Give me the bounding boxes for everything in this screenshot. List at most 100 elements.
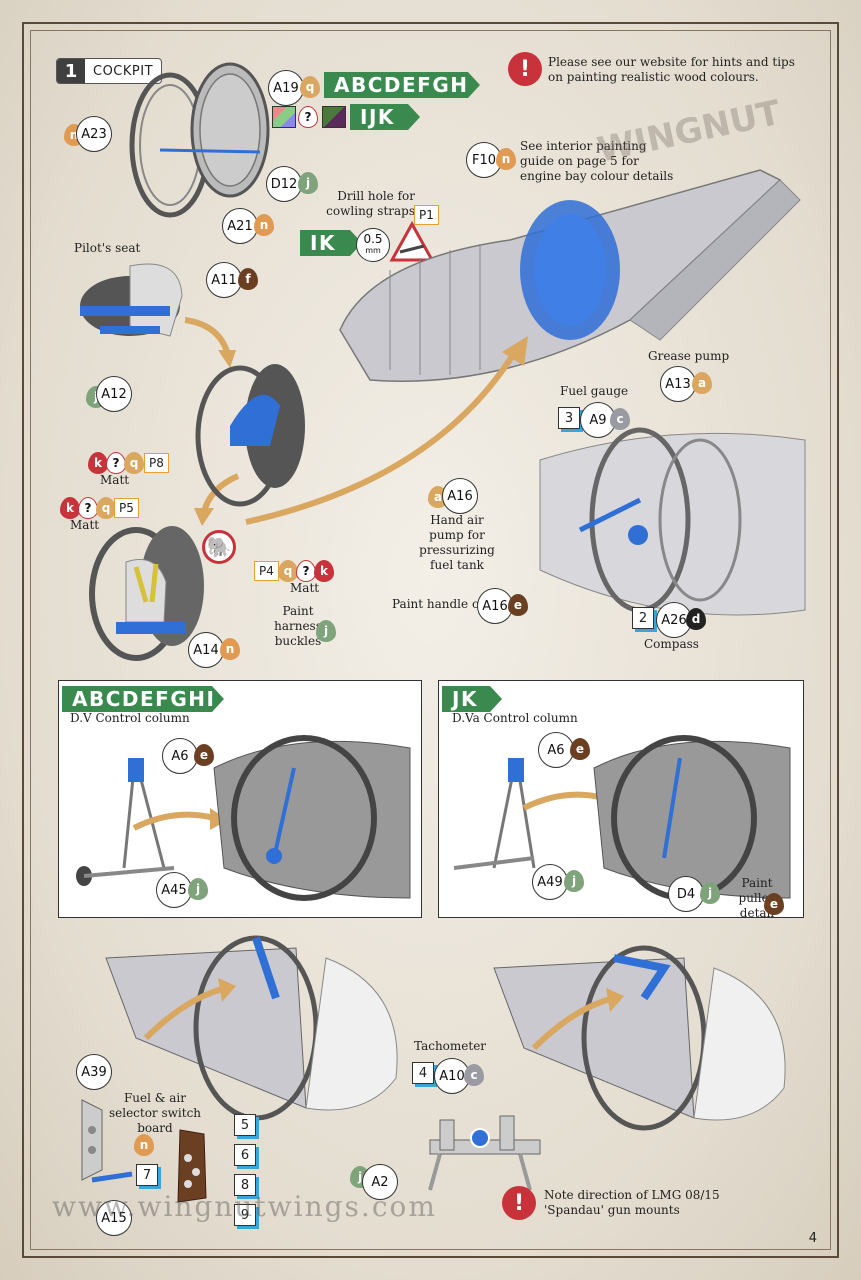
paint-unknown: ? — [106, 452, 126, 474]
part-a23: A23 — [76, 116, 112, 152]
photoetch-p1: P1 — [414, 205, 439, 225]
matt-label: Matt — [70, 518, 100, 532]
assembly-arrow-icon — [184, 317, 236, 368]
ik-banner: IK — [300, 230, 362, 256]
drill-size: 0.5 — [363, 232, 383, 246]
fuselage-half-left-drawing — [105, 935, 398, 1121]
panel-banner-jk: JK — [442, 686, 502, 712]
paint-k: k — [88, 452, 108, 474]
part-a16: A16 — [442, 478, 478, 514]
paint-k: k — [314, 560, 334, 582]
paint-q: q — [278, 560, 298, 582]
panel-banner-abcdefghi: ABCDEFGHI — [62, 686, 224, 712]
drill-icon — [389, 220, 435, 262]
part-a6-dva: A6 — [538, 732, 574, 768]
paint-c: c — [610, 408, 630, 430]
variants-banner-ijk: IJK — [350, 104, 420, 130]
compass-label: Compass — [644, 637, 699, 651]
hand-air-pump-label: Hand air pump for pressurizing fuel tank — [419, 513, 495, 572]
part-a12: A12 — [96, 376, 132, 412]
variants-banner-abcdefgh: ABCDEFGH — [324, 72, 480, 98]
paint-e: e — [764, 893, 784, 915]
tachometer-label: Tachometer — [414, 1039, 487, 1053]
dv-control-drawing — [76, 735, 411, 901]
paint-j: j — [298, 172, 318, 194]
paint-n: n — [496, 148, 516, 170]
paint-c: c — [464, 1064, 484, 1086]
dv-control-label: D.V Control column — [70, 711, 190, 725]
paint-handle-label: Paint handle of — [392, 597, 484, 611]
dva-control-label: D.Va Control column — [452, 711, 578, 725]
paint-j: j — [188, 878, 208, 900]
website-tip-text: Please see our website for hints and tip… — [548, 55, 795, 84]
decal-4: 4 — [412, 1062, 434, 1084]
switch-board-part-drawing — [81, 1099, 133, 1183]
paint-a: a — [692, 372, 712, 394]
drill-hole-text: Drill hole for cowling straps — [326, 189, 415, 218]
interior-guide-text: See interior painting guide on page 5 fo… — [520, 139, 674, 183]
warning-icon: ! — [502, 1186, 536, 1220]
camouflage-swatch-icon — [272, 106, 296, 128]
gun-mount-drawing — [428, 1115, 541, 1191]
part-a26: A26 — [656, 602, 692, 638]
part-a15: A15 — [96, 1200, 132, 1236]
decal-6: 6 — [234, 1144, 256, 1166]
paint-n: n — [220, 638, 240, 660]
part-a16-handle: A16 — [477, 588, 513, 624]
decal-7: 7 — [136, 1164, 158, 1186]
grease-pump-label: Grease pump — [648, 349, 730, 363]
paint-q: q — [124, 452, 144, 474]
paint-q: q — [96, 497, 116, 519]
step-title: COCKPIT — [93, 63, 154, 79]
switch-board-drawing — [177, 1129, 207, 1203]
paint-j: j — [564, 870, 584, 892]
warning-icon: ! — [508, 52, 542, 86]
paint-f: f — [238, 268, 258, 290]
pilots-seat-label: Pilot's seat — [74, 241, 141, 255]
fuselage-drawing — [339, 169, 801, 382]
part-a39: A39 — [76, 1054, 112, 1090]
decal-5: 5 — [234, 1114, 256, 1136]
part-d12: D12 — [266, 166, 302, 202]
step-number: 1 — [57, 59, 85, 83]
page-border-inner — [30, 30, 831, 1250]
decal-9: 9 — [234, 1204, 256, 1226]
paint-unknown: ? — [298, 106, 318, 128]
lozenge-swatch-icon — [322, 106, 346, 128]
step-header: 1 COCKPIT — [56, 58, 163, 84]
photoetch-p8: P8 — [144, 453, 169, 473]
fuel-gauge-label: Fuel gauge — [560, 384, 629, 398]
fuselage-interior-drawing — [539, 427, 806, 616]
decal-3: 3 — [558, 407, 580, 429]
paint-e: e — [508, 594, 528, 616]
spandau-note-text: Note direction of LMG 08/15 'Spandau' gu… — [544, 1188, 720, 1217]
seat-bulkhead-drawing — [195, 364, 305, 507]
drill-size-callout: 0.5 mm — [356, 228, 390, 262]
elephant-icon: 🐘 — [202, 530, 236, 564]
paint-d: d — [686, 608, 706, 630]
part-a2: A2 — [362, 1164, 398, 1200]
photoetch-p5: P5 — [114, 498, 139, 518]
page-border-outer — [22, 22, 839, 1258]
fuel-air-label: Fuel & air selector switch board — [108, 1091, 202, 1135]
part-a13: A13 — [660, 366, 696, 402]
part-a21: A21 — [222, 208, 258, 244]
pilots-seat-drawing — [80, 263, 183, 337]
paint-e: e — [570, 738, 590, 760]
fuselage-half-right-drawing — [493, 945, 786, 1131]
bulkhead-assembly-drawing — [129, 62, 270, 218]
paint-n: n — [254, 214, 274, 236]
seat-harness-drawing — [89, 526, 204, 661]
part-d4: D4 — [668, 876, 704, 912]
part-a6: A6 — [162, 738, 198, 774]
photoetch-p4: P4 — [254, 561, 279, 581]
installation-arrow-icon — [245, 336, 528, 525]
drill-unit: mm — [365, 246, 381, 255]
part-a14: A14 — [188, 632, 224, 668]
paint-k: k — [60, 497, 80, 519]
website-watermark: www.wingnutwings.com — [52, 1190, 437, 1223]
part-a19: A19 — [268, 70, 304, 106]
part-a49: A49 — [532, 864, 568, 900]
matt-label: Matt — [100, 473, 130, 487]
